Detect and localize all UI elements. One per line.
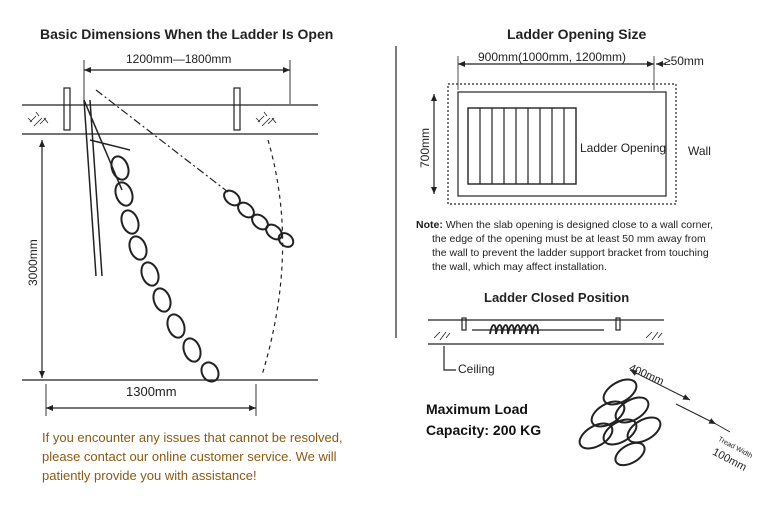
max-load-line-2: Capacity: 200 KG bbox=[426, 422, 542, 438]
swing-line bbox=[95, 89, 229, 193]
opening-width-label: 900mm(1000mm, 1200mm) bbox=[478, 50, 627, 64]
note-line-1: When the slab opening is designed close … bbox=[442, 219, 714, 231]
support-line-3: patiently provide you with assistance! bbox=[42, 468, 257, 483]
support-line-1: If you encounter any issues that cannot … bbox=[42, 430, 343, 445]
max-load: Maximum Load Capacity: 200 KG bbox=[426, 399, 541, 441]
ceiling-label: Ceiling bbox=[458, 362, 495, 376]
max-load-line-1: Maximum Load bbox=[426, 401, 528, 417]
installation-note: Note: When the slab opening is designed … bbox=[416, 218, 756, 274]
swing-arc bbox=[261, 139, 284, 376]
note-prefix: Note: bbox=[416, 219, 443, 231]
opening-outer bbox=[447, 83, 677, 205]
width-range-label: 1200mm—1800mm bbox=[126, 52, 232, 66]
opening-depth-label: 700mm bbox=[418, 127, 432, 168]
closed-position-diagram bbox=[428, 317, 664, 371]
ceiling-pointer bbox=[443, 346, 456, 371]
wall-label: Wall bbox=[688, 144, 711, 158]
ladder-arm-frame bbox=[83, 99, 131, 277]
ladder-open-rungs bbox=[110, 155, 220, 383]
opening-size-diagram bbox=[431, 56, 677, 205]
ladder-opening-label: Ladder Opening bbox=[580, 141, 667, 155]
open-ladder-diagram bbox=[22, 60, 318, 416]
note-line-2: the edge of the opening must be at least… bbox=[432, 233, 706, 245]
closed-ladder-coils bbox=[489, 324, 539, 335]
height-label: 3000mm bbox=[26, 239, 40, 286]
opening-size-title: Ladder Opening Size bbox=[507, 26, 647, 42]
opening-post-right bbox=[233, 87, 241, 131]
note-line-4: the wall, which may affect installation. bbox=[432, 261, 607, 273]
support-message: If you encounter any issues that cannot … bbox=[42, 428, 343, 485]
ceiling-hatch-left bbox=[27, 111, 49, 127]
closed-position-title: Ladder Closed Position bbox=[484, 290, 630, 305]
ceiling-hatch-right bbox=[255, 111, 277, 127]
note-line-3: the wall to prevent the ladder support b… bbox=[432, 247, 709, 259]
open-dimensions-title: Basic Dimensions When the Ladder Is Open bbox=[40, 26, 334, 42]
ladder-plan-view bbox=[467, 107, 577, 185]
tread-detail bbox=[578, 369, 731, 467]
wall-gap-label: ≥50mm bbox=[664, 54, 704, 68]
ladder-folding-rungs bbox=[223, 189, 295, 248]
opening-post-left bbox=[63, 87, 71, 131]
floor-span-label: 1300mm bbox=[126, 384, 177, 399]
opening-inner bbox=[457, 91, 667, 197]
support-line-2: please contact our online customer servi… bbox=[42, 449, 337, 464]
